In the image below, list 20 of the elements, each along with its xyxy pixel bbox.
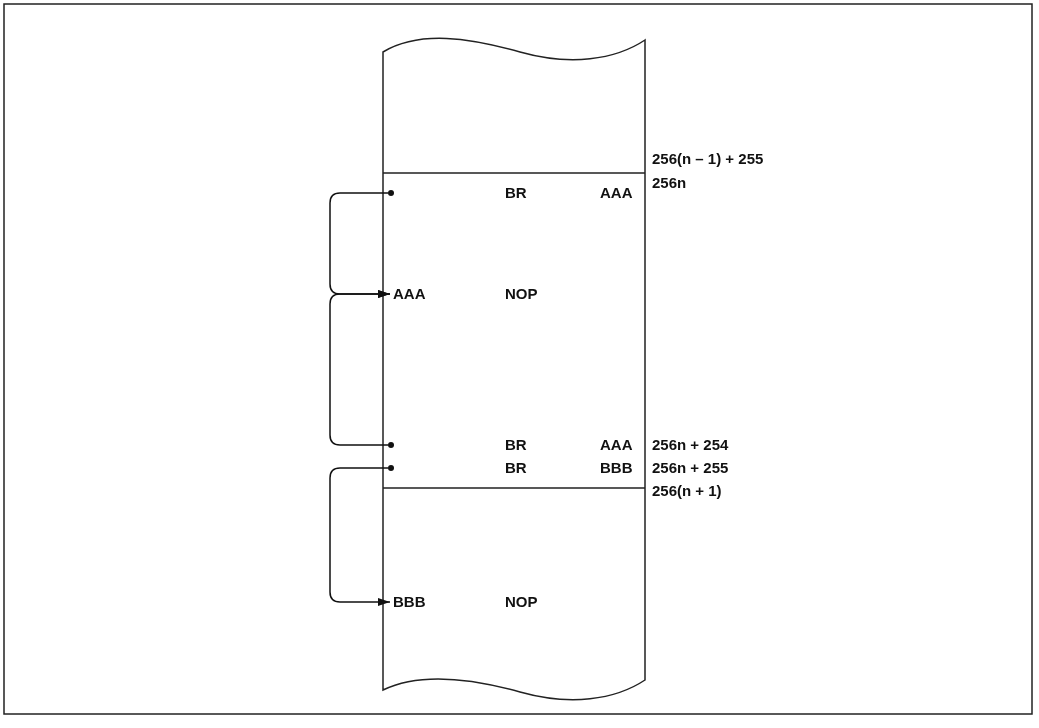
instruction-text: NOP [505, 285, 538, 303]
instruction-text: BR [505, 459, 527, 477]
label-text: BBB [393, 593, 426, 611]
address-label: 256(n + 1) [652, 482, 722, 500]
branch-arrow [329, 467, 391, 606]
instruction-text: NOP [505, 593, 538, 611]
label-text: AAA [393, 285, 426, 303]
connection-dot [388, 442, 394, 448]
address-label: 256(n – 1) + 255 [652, 150, 764, 168]
branch-arrow [329, 290, 391, 446]
address-label: 256n + 254 [652, 436, 729, 454]
connection-dot [388, 465, 394, 471]
address-label: 256n + 255 [652, 459, 729, 477]
operand-text: AAA [600, 436, 633, 454]
address-label: 256n [652, 174, 687, 192]
instruction-text: BR [505, 436, 527, 454]
operand-text: AAA [600, 184, 633, 202]
connection-dot [388, 190, 394, 196]
instruction-text: BR [505, 184, 527, 202]
operand-text: BBB [600, 459, 633, 477]
